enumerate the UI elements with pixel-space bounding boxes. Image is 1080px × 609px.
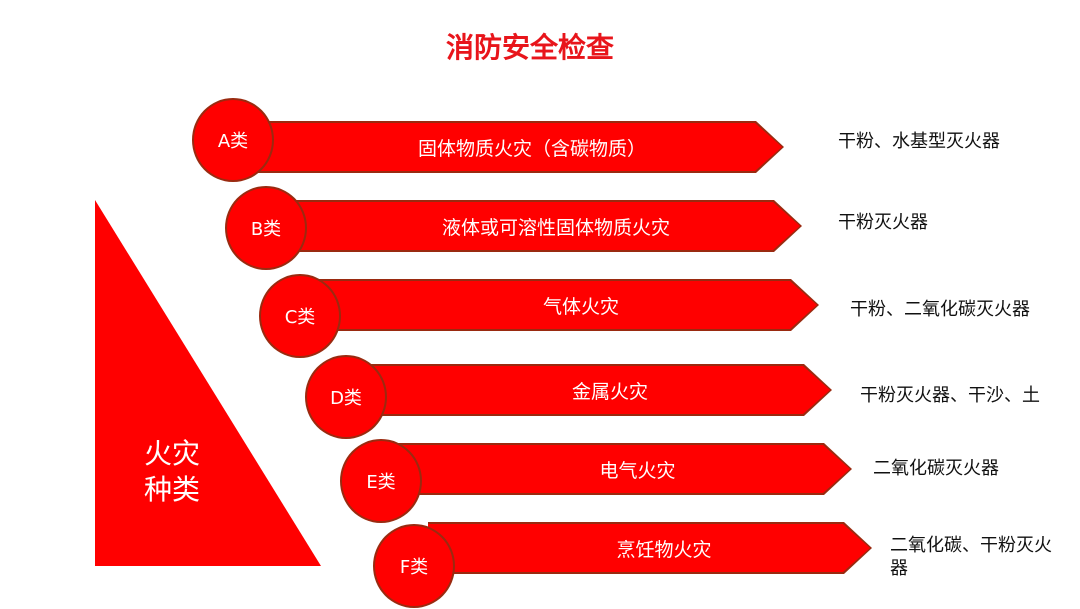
fire-description: 烹饪物火灾 [428, 524, 870, 572]
slide-title: 消防安全检查 [445, 31, 614, 64]
arrow-row-b: 液体或可溶性固体物质火灾 [282, 200, 802, 252]
fire-description: 固体物质火灾（含碳物质） [252, 123, 782, 171]
extinguisher-text: 干粉灭火器、干沙、土 [860, 385, 1040, 406]
class-badge-b: B类 [225, 186, 307, 270]
extinguisher-text: 干粉、二氧化碳灭火器 [850, 299, 1030, 320]
fire-description: 电气火灾 [395, 445, 850, 493]
class-badge-c: C类 [259, 274, 341, 358]
arrow-row-d: 金属火灾 [360, 364, 832, 416]
arrow-row-c: 气体火灾 [315, 279, 819, 331]
arrow-row-f: 烹饪物火灾 [428, 522, 872, 574]
class-badge-e: E类 [340, 439, 422, 523]
class-badge-f: F类 [373, 524, 455, 608]
fire-description: 气体火灾 [315, 281, 817, 329]
fire-description: 液体或可溶性固体物质火灾 [282, 202, 800, 250]
triangle-label: 火灾种类 [143, 437, 200, 506]
arrow-row-e: 电气火灾 [395, 443, 852, 495]
fire-description: 金属火灾 [360, 366, 830, 414]
arrow-row-a: 固体物质火灾（含碳物质） [252, 121, 784, 173]
extinguisher-text: 二氧化碳灭火器 [873, 458, 999, 479]
class-badge-a: A类 [192, 98, 274, 182]
extinguisher-text: 干粉灭火器 [838, 212, 928, 233]
extinguisher-text: 二氧化碳、干粉灭火器 [890, 535, 1052, 579]
extinguisher-text: 干粉、水基型灭火器 [838, 131, 1000, 152]
class-badge-d: D类 [305, 355, 387, 439]
